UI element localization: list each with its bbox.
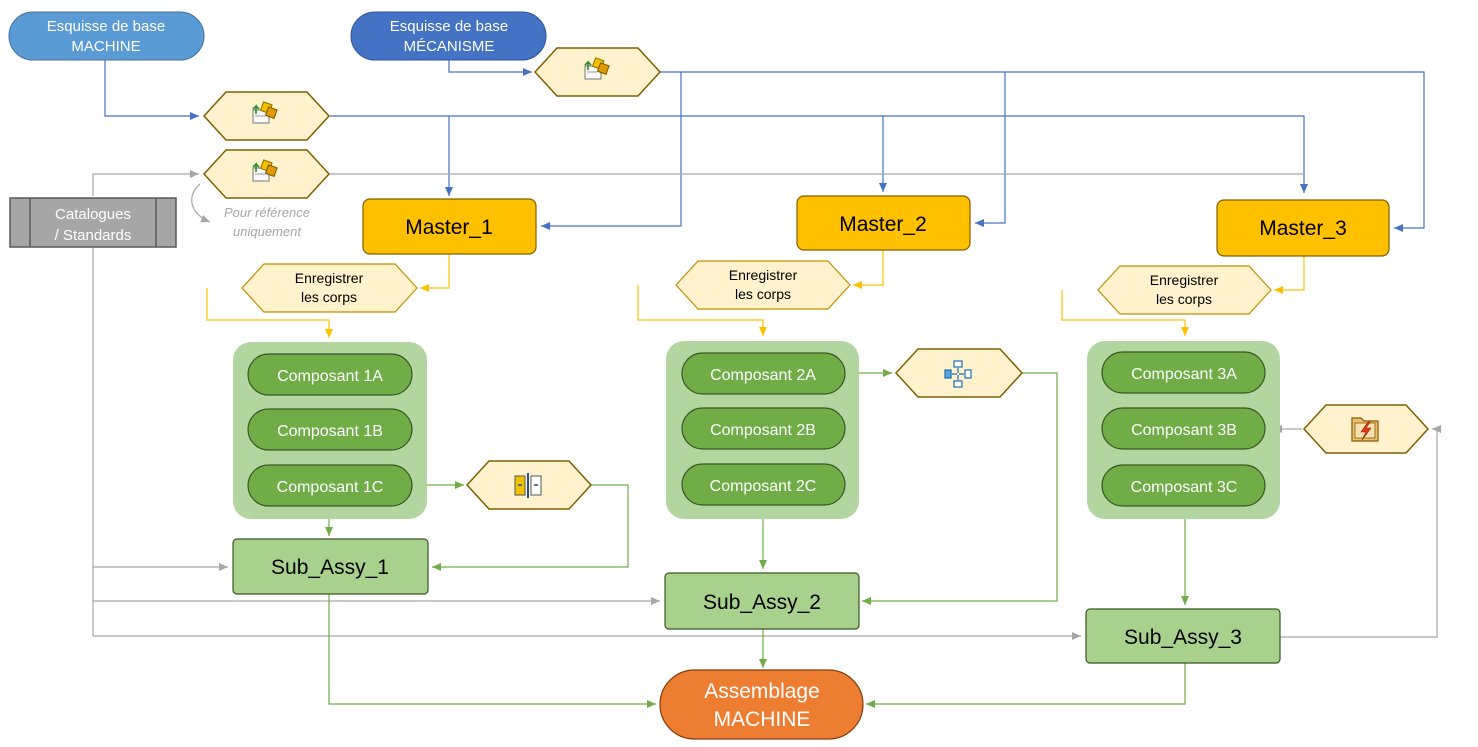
derive-hexagon[interactable] [1302,404,1430,454]
connector [432,484,629,571]
save-bodies-line2: les corps [301,289,357,305]
connector [541,72,682,230]
sketch-mecanisme-line2: MÉCANISME [404,38,495,55]
insert-sketch-icon [584,57,610,80]
master-1-node[interactable]: Master_1 [362,198,537,255]
insert-sketch-hexagon-machine[interactable] [202,91,331,141]
derived-part-icon [1351,417,1379,442]
connector [448,60,532,76]
save-bodies-line1: Enregistrer [1150,272,1219,288]
connector [104,60,199,120]
component-2c[interactable]: Composant 2C [681,463,846,506]
component-2b[interactable]: Composant 2B [681,407,846,450]
connector [1061,290,1189,336]
save-bodies-line1: Enregistrer [295,270,364,286]
master-3-node[interactable]: Master_3 [1216,199,1390,257]
save-bodies-hexagon-2[interactable]: Enregistrer les corps [675,260,851,310]
subassy-1-label: Sub_Assy_1 [271,556,389,579]
mirror-hexagon[interactable] [465,460,593,510]
connector [866,663,1186,708]
component-group-3: Composant 3A Composant 3B Composant 3C [1087,341,1280,519]
connector [853,250,884,289]
connector [330,115,1308,193]
save-bodies-hexagon-3[interactable]: Enregistrer les corps [1097,265,1272,315]
connector [660,71,1425,232]
component-label: Composant 2C [710,478,817,495]
subassy-2-label: Sub_Assy_2 [703,591,821,614]
component-1a[interactable]: Composant 1A [247,353,413,396]
mirror-component-icon [514,473,542,498]
subassy-3-label: Sub_Assy_3 [1124,626,1242,649]
component-1b[interactable]: Composant 1B [247,408,413,451]
insert-sketch-icon [252,101,278,124]
sketch-mecanisme-node[interactable]: Esquisse de base MÉCANISME [350,11,547,61]
master-3-label: Master_3 [1259,217,1347,240]
sketch-machine-line1: Esquisse de base [47,18,165,35]
component-label: Composant 3C [1131,479,1238,496]
insert-sketch-hexagon-mecanisme[interactable] [533,47,662,97]
connectors [92,60,1441,708]
sketch-machine-node[interactable]: Esquisse de base MACHINE [8,11,205,61]
component-label: Composant 2B [710,422,816,439]
reference-note-line1: Pour référence [224,205,310,220]
pattern-hexagon[interactable] [894,348,1024,398]
subassy-2-node[interactable]: Sub_Assy_2 [664,572,860,630]
connector [1280,425,1441,638]
subassy-1-node[interactable]: Sub_Assy_1 [232,538,429,595]
component-3c[interactable]: Composant 3C [1101,464,1266,507]
connector [1274,256,1305,294]
connector [862,372,1058,605]
final-assembly-line1: Assemblage [704,680,820,703]
save-bodies-line2: les corps [735,286,791,302]
component-label: Composant 3A [1131,366,1237,383]
component-label: Composant 1B [277,423,383,440]
reference-note-line2: uniquement [233,224,302,239]
catalog-line2: / Standards [55,227,132,244]
connector [420,254,450,292]
connector [975,72,1006,227]
connector [92,170,199,196]
component-label: Composant 1A [277,368,383,385]
component-3b[interactable]: Composant 3B [1101,407,1266,450]
save-bodies-line2: les corps [1156,291,1212,307]
component-label: Composant 2A [710,367,816,384]
component-label: Composant 3B [1131,422,1237,439]
catalog-line1: Catalogues [55,206,131,223]
connector [206,288,333,338]
catalog-standards-node[interactable]: Catalogues / Standards [9,197,177,248]
reference-arc [191,183,211,223]
final-assembly-node[interactable]: Assemblage MACHINE [659,669,864,740]
final-assembly-line2: MACHINE [714,708,811,731]
subassy-3-node[interactable]: Sub_Assy_3 [1085,608,1281,664]
connector [328,594,656,708]
connector [637,285,767,336]
master-1-label: Master_1 [405,216,493,239]
save-bodies-line1: Enregistrer [729,267,798,283]
master-2-node[interactable]: Master_2 [796,195,971,251]
insert-sketch-hexagon-reference[interactable] [202,149,331,199]
component-3a[interactable]: Composant 3A [1101,351,1266,394]
component-group-1: Composant 1A Composant 1B Composant 1C [233,342,427,519]
sketch-machine-line2: MACHINE [71,38,140,55]
pattern-component-icon [944,360,972,388]
component-group-2: Composant 2A Composant 2B Composant 2C [666,341,859,519]
component-1c[interactable]: Composant 1C [247,464,413,507]
save-bodies-hexagon-1[interactable]: Enregistrer les corps [241,263,418,313]
master-2-label: Master_2 [839,213,927,236]
component-label: Composant 1C [277,479,384,496]
insert-sketch-icon [252,159,278,182]
component-2a[interactable]: Composant 2A [681,352,846,395]
sketch-mecanisme-line1: Esquisse de base [390,18,508,35]
